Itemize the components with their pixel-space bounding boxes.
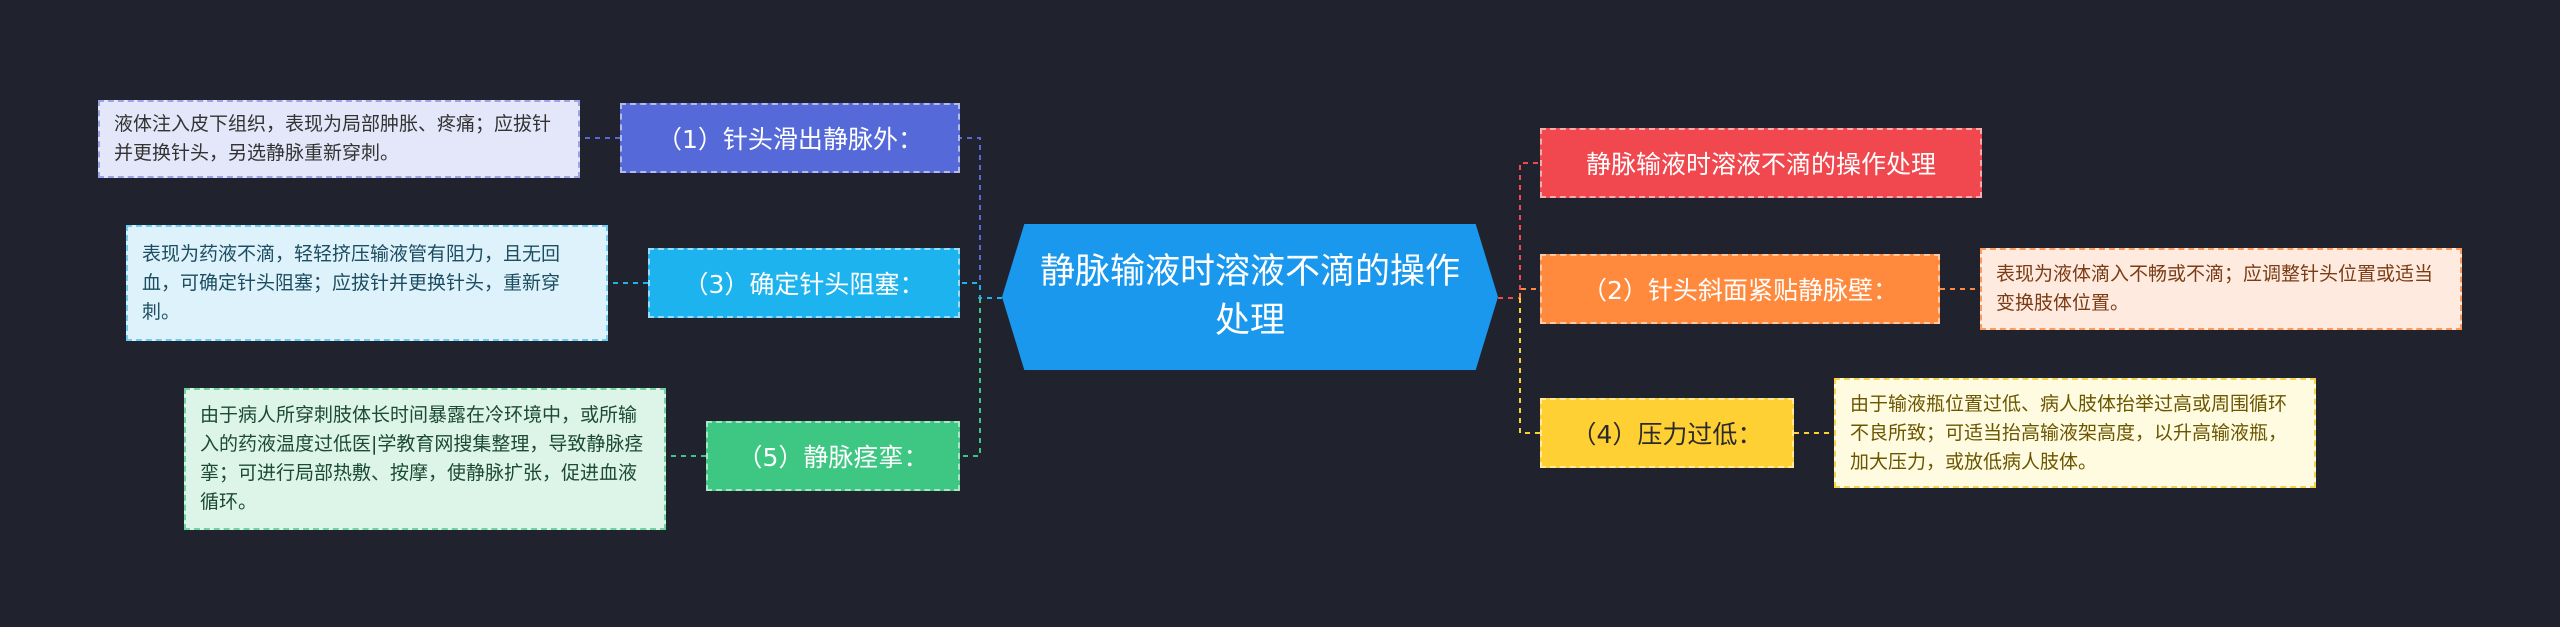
branch-low-pressure[interactable]: （4）压力过低：: [1540, 398, 1794, 468]
branch-title-repeat-label: 静脉输液时溶液不滴的操作处理: [1585, 150, 1936, 179]
central-topic[interactable]: 静脉输液时溶液不滴的操作处理: [1002, 224, 1498, 370]
link-b5: [960, 298, 981, 457]
leaf-vein-spasm-detail: 由于病人所穿刺肢体长时间暴露在冷环境中，或所输入的药液温度过低医|学教育网搜集整…: [184, 388, 666, 530]
branch-low-pressure-label: （4）压力过低：: [1571, 420, 1763, 449]
link-b4: [1519, 298, 1540, 434]
branch-vein-spasm[interactable]: （5）静脉痉挛：: [706, 421, 960, 491]
leaf-needle-blocked-text: 表现为药液不滴，轻轻挤压输液管有阻力，且无回血，可确定针头阻塞；应拔针并更换针头…: [142, 242, 561, 323]
link-b2: [1519, 288, 1540, 298]
link-top-right: [1498, 162, 1540, 299]
leaf-low-pressure-text: 由于输液瓶位置过低、病人肢体抬举过高或周围循环不良所致；可适当抬高输液架高度，以…: [1850, 392, 2288, 473]
branch-title-repeat[interactable]: 静脉输液时溶液不滴的操作处理: [1540, 128, 1982, 198]
link-b3: [960, 282, 1002, 299]
link-b1: [960, 137, 981, 299]
leaf-needle-slipped-detail: 液体注入皮下组织，表现为局部肿胀、疼痛；应拔针并更换针头，另选静脉重新穿刺。: [98, 100, 580, 178]
leaf-needle-slipped-text: 液体注入皮下组织，表现为局部肿胀、疼痛；应拔针并更换针头，另选静脉重新穿刺。: [114, 113, 552, 164]
leaf-vein-spasm-text: 由于病人所穿刺肢体长时间暴露在冷环境中，或所输入的药液温度过低医|学教育网搜集整…: [200, 404, 644, 513]
branch-needle-slipped-label: （1）针头滑出静脉外：: [657, 125, 923, 154]
branch-needle-against-wall-label: （2）针头斜面紧贴静脉壁：: [1582, 276, 1898, 305]
branch-needle-slipped[interactable]: （1）针头滑出静脉外：: [620, 103, 960, 173]
leaf-needle-against-wall-text: 表现为液体滴入不畅或不滴；应调整针头位置或适当变换肢体位置。: [1996, 263, 2434, 314]
branch-vein-spasm-label: （5）静脉痉挛：: [737, 443, 929, 472]
branch-needle-blocked-label: （3）确定针头阻塞：: [683, 270, 925, 299]
leaf-needle-against-wall-detail: 表现为液体滴入不畅或不滴；应调整针头位置或适当变换肢体位置。: [1980, 248, 2462, 330]
central-topic-label: 静脉输液时溶液不滴的操作处理: [1039, 252, 1460, 341]
branch-needle-blocked[interactable]: （3）确定针头阻塞：: [648, 248, 960, 318]
leaf-low-pressure-detail: 由于输液瓶位置过低、病人肢体抬举过高或周围循环不良所致；可适当抬高输液架高度，以…: [1834, 378, 2316, 488]
leaf-needle-blocked-detail: 表现为药液不滴，轻轻挤压输液管有阻力，且无回血，可确定针头阻塞；应拔针并更换针头…: [126, 225, 608, 341]
branch-needle-against-wall[interactable]: （2）针头斜面紧贴静脉壁：: [1540, 254, 1940, 324]
